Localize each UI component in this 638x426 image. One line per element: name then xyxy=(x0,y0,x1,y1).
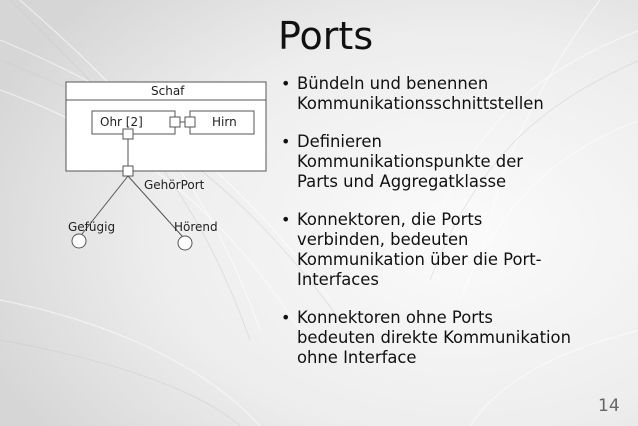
interface-line-hoerend xyxy=(127,175,183,237)
bullet-list: Bündeln und benennen Kommunikationsschni… xyxy=(279,74,619,386)
port-name: GehörPort xyxy=(144,178,205,192)
interface-name-hoerend: Hörend xyxy=(174,220,218,234)
slide-title: Ports xyxy=(278,14,374,58)
port-ohr-right xyxy=(169,116,181,128)
uml-composite-structure-diagram: Schaf Ohr [2] Hirn GehörPort Gefügig Hör… xyxy=(65,81,267,251)
port-hirn-left xyxy=(184,116,196,128)
interface-line-gefuegig xyxy=(81,175,129,235)
bullet-item: Definieren Kommunikationspunkte der Part… xyxy=(279,132,619,192)
bullet-item: Bündeln und benennen Kommunikationsschni… xyxy=(279,74,619,114)
class-name: Schaf xyxy=(151,84,185,98)
part-name-ohr: Ohr [2] xyxy=(100,115,143,129)
interface-ball-hoerend xyxy=(177,235,193,251)
bullet-item: Konnektoren ohne Ports bedeuten direkte … xyxy=(279,308,619,368)
part-name-hirn: Hirn xyxy=(212,115,237,129)
port-ohr-bottom xyxy=(122,128,134,140)
page-number: 14 xyxy=(598,396,620,416)
interface-name-gefuegig: Gefügig xyxy=(68,220,115,234)
bullet-item: Konnektoren, die Ports verbinden, bedeut… xyxy=(279,210,619,290)
boundary-port xyxy=(122,165,134,177)
interface-ball-gefuegig xyxy=(71,233,87,249)
